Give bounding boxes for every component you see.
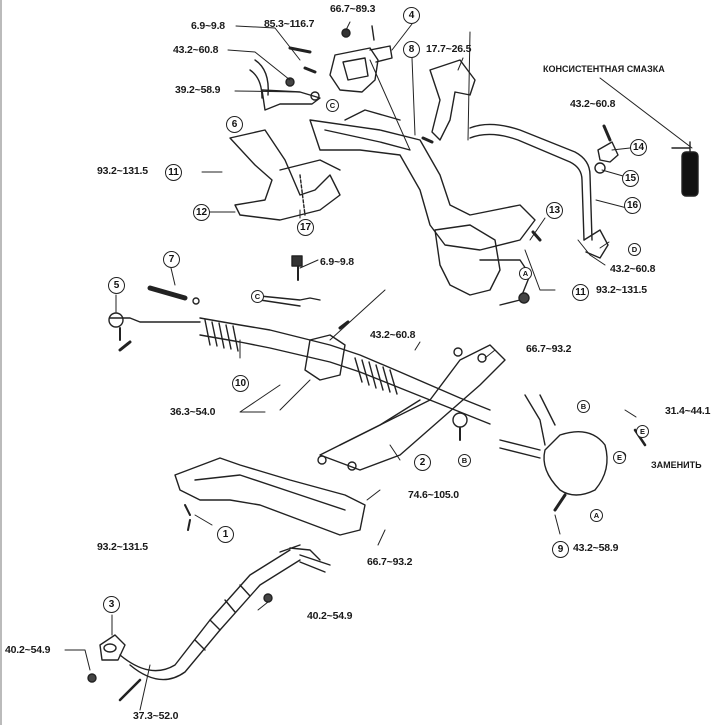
- grease-can: [599, 77, 699, 197]
- callout-15: 15: [622, 170, 639, 187]
- callout-letter-b: B: [458, 454, 471, 467]
- callout-letter-a: A: [519, 267, 532, 280]
- callout-8: 8: [403, 41, 420, 58]
- callout-13: 13: [546, 202, 563, 219]
- stabilizer-bar-16: [469, 123, 609, 259]
- torque-label: 66.7~89.3: [330, 3, 376, 15]
- link-8: [421, 59, 476, 144]
- callout-2: 2: [414, 454, 431, 471]
- torque-label: 66.7~93.2: [526, 343, 572, 355]
- callout-6: 6: [226, 116, 243, 133]
- bracket-6: [249, 59, 321, 111]
- callout-4: 4: [403, 7, 420, 24]
- knuckle-right: [434, 224, 542, 306]
- torque-label: 40.2~54.9: [307, 610, 353, 622]
- torque-label: 74.6~105.0: [408, 489, 459, 501]
- knuckle-lower-right: [499, 394, 647, 512]
- callout-3: 3: [103, 596, 120, 613]
- stabilizer-bracket-14: [594, 124, 619, 174]
- crossmember-1: [174, 457, 366, 536]
- pressure-pipe: [259, 255, 321, 307]
- torque-label: 6.9~9.8: [320, 256, 354, 268]
- engine-mount-4: [329, 25, 393, 93]
- callout-7: 7: [163, 251, 180, 268]
- callout-letter-e: E: [613, 451, 626, 464]
- torque-label: 43.2~60.8: [610, 263, 656, 275]
- image-border: [0, 0, 2, 725]
- torque-label: 6.9~9.8: [191, 20, 225, 32]
- exhaust-pipe-3: [87, 544, 331, 702]
- torque-label: 93.2~131.5: [97, 541, 148, 553]
- torque-label: 40.2~54.9: [5, 644, 51, 656]
- leader-lines: [64, 21, 637, 711]
- callout-letter-a: A: [590, 509, 603, 522]
- torque-label: 93.2~131.5: [596, 284, 647, 296]
- torque-label: 39.2~58.9: [175, 84, 221, 96]
- steering-rack-10: [108, 285, 491, 425]
- front-crossmember: [309, 109, 536, 251]
- torque-label: 43.2~60.8: [570, 98, 616, 110]
- torque-label: 66.7~93.2: [367, 556, 413, 568]
- torque-label: 17.7~26.5: [426, 43, 472, 55]
- callout-letter-e: E: [636, 425, 649, 438]
- tie-rod-end-right: [452, 412, 468, 441]
- callout-letter-c: C: [326, 99, 339, 112]
- torque-label: 85.3~116.7: [264, 18, 315, 30]
- torque-label: 43.2~60.8: [370, 329, 416, 341]
- callout-letter-b: B: [577, 400, 590, 413]
- grease-note: КОНСИСТЕНТНАЯ СМАЗКА: [543, 64, 665, 74]
- callout-12: 12: [193, 204, 210, 221]
- callout-letter-d: D: [628, 243, 641, 256]
- crossmember-2: [317, 344, 506, 471]
- callout-14: 14: [630, 139, 647, 156]
- callout-17: 17: [297, 219, 314, 236]
- replace-note: ЗАМЕНИТЬ: [651, 460, 702, 470]
- torque-label: 43.2~58.9: [573, 542, 619, 554]
- callout-16: 16: [624, 197, 641, 214]
- torque-label: 93.2~131.5: [97, 165, 148, 177]
- lower-arm-12: [229, 129, 341, 221]
- callout-9: 9: [552, 541, 569, 558]
- torque-label: 31.4~44.1: [665, 405, 711, 417]
- callout-10: 10: [232, 375, 249, 392]
- callout-11: 11: [572, 284, 589, 301]
- torque-label: 37.3~52.0: [133, 710, 179, 722]
- callout-letter-c: C: [251, 290, 264, 303]
- callout-1: 1: [217, 526, 234, 543]
- callout-11: 11: [165, 164, 182, 181]
- torque-label: 43.2~60.8: [173, 44, 219, 56]
- callout-5: 5: [108, 277, 125, 294]
- torque-label: 36.3~54.0: [170, 406, 216, 418]
